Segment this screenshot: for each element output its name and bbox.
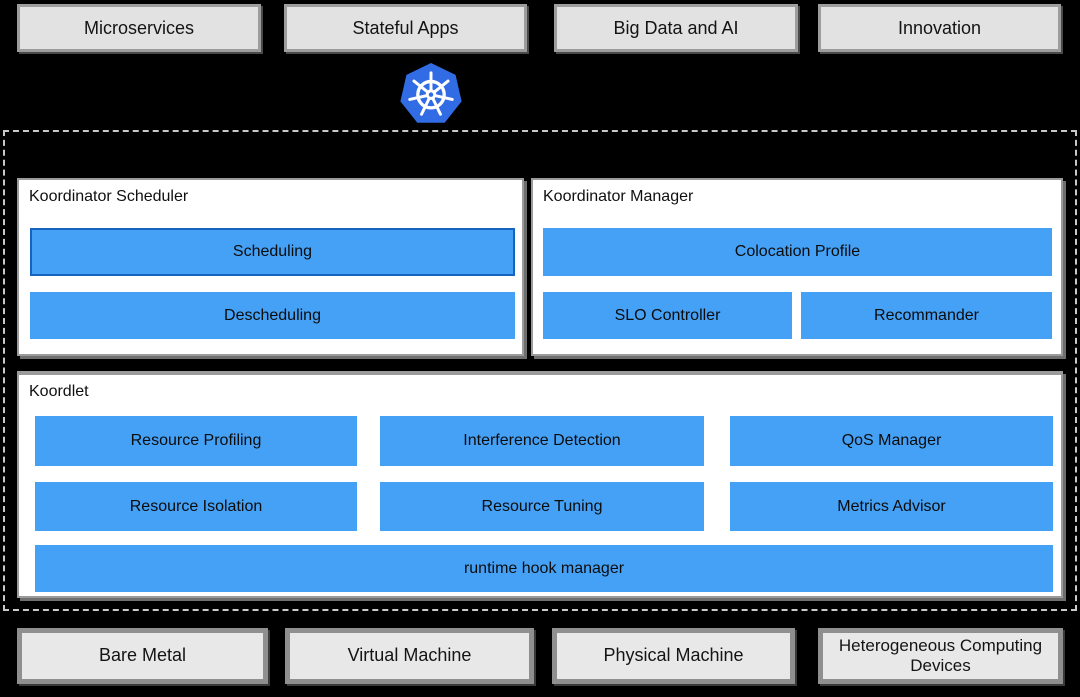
module-recommander: Recommander xyxy=(801,292,1052,339)
module-resource-tuning: Resource Tuning xyxy=(380,482,704,531)
workload-box-big-data-ai: Big Data and AI xyxy=(554,4,798,52)
koordinator-scheduler-panel: Koordinator Scheduler Scheduling Desched… xyxy=(17,178,524,356)
kubernetes-cluster-boundary xyxy=(3,130,1077,611)
module-resource-profiling: Resource Profiling xyxy=(35,416,357,466)
koordlet-title: Koordlet xyxy=(29,383,89,400)
koordlet-panel: Koordlet Resource Profiling Interference… xyxy=(17,371,1063,598)
module-qos-manager: QoS Manager xyxy=(730,416,1053,466)
koordinator-scheduler-title: Koordinator Scheduler xyxy=(29,188,189,205)
koordinator-manager-panel: Koordinator Manager Colocation Profile S… xyxy=(531,178,1063,356)
module-slo-controller: SLO Controller xyxy=(543,292,792,339)
module-descheduling: Descheduling xyxy=(30,292,515,339)
module-scheduling: Scheduling xyxy=(30,228,515,276)
infra-box-virtual-machine: Virtual Machine xyxy=(285,628,534,684)
module-runtime-hook-manager: runtime hook manager xyxy=(35,545,1053,592)
module-metrics-advisor: Metrics Advisor xyxy=(730,482,1053,531)
workload-box-microservices: Microservices xyxy=(17,4,261,52)
koordinator-manager-title: Koordinator Manager xyxy=(543,188,694,205)
module-resource-isolation: Resource Isolation xyxy=(35,482,357,531)
workload-box-innovation: Innovation xyxy=(818,4,1061,52)
workload-box-stateful-apps: Stateful Apps xyxy=(284,4,527,52)
module-interference-detection: Interference Detection xyxy=(380,416,704,466)
infra-box-bare-metal: Bare Metal xyxy=(17,628,268,684)
kubernetes-icon xyxy=(398,60,464,128)
module-colocation-profile: Colocation Profile xyxy=(543,228,1052,276)
infra-box-heterogeneous-computing-devices: Heterogeneous Computing Devices xyxy=(818,628,1063,684)
infra-box-physical-machine: Physical Machine xyxy=(552,628,795,684)
